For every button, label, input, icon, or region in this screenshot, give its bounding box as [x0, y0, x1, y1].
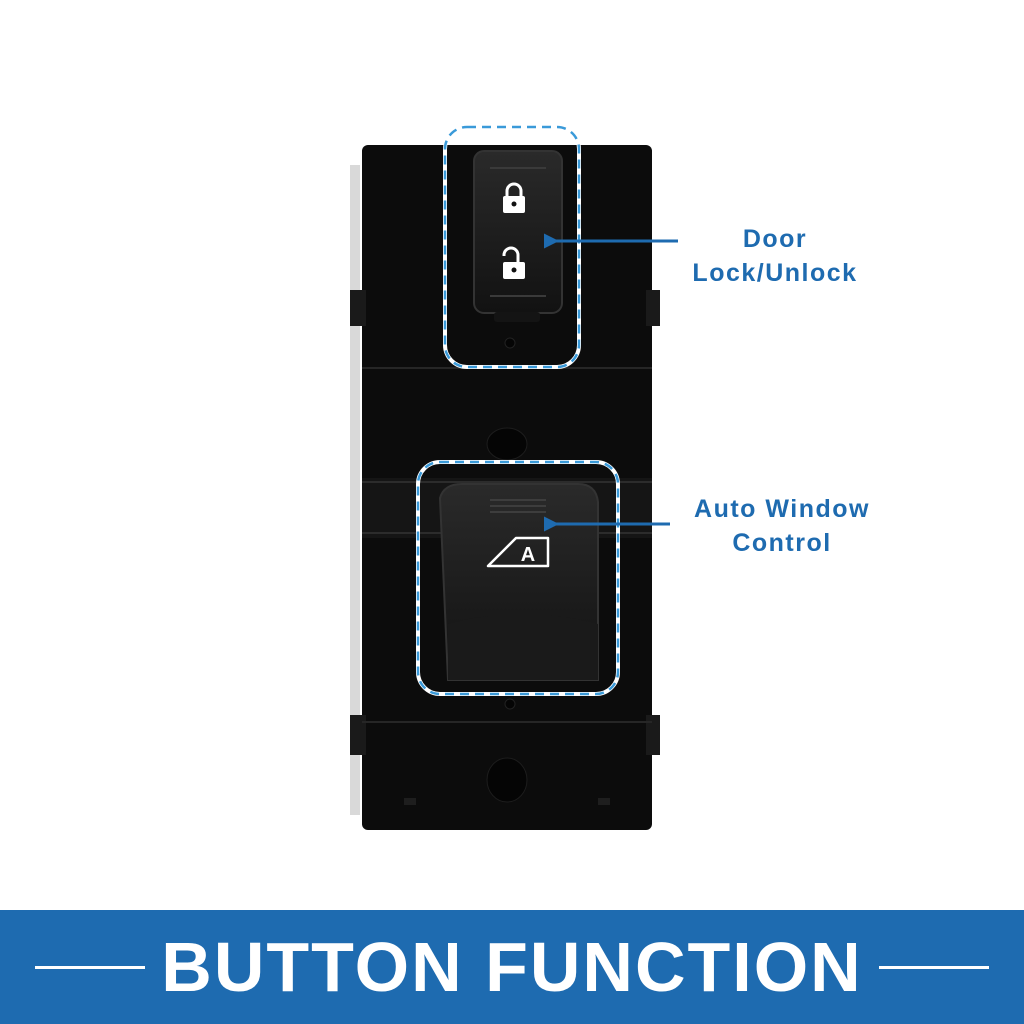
auto-window-button[interactable]: [438, 483, 599, 681]
auto-window-callout: Auto Window Control: [672, 492, 892, 560]
auto-window-label-line1: Auto Window: [694, 495, 870, 523]
auto-window-glyph: A: [521, 544, 535, 566]
lock-open-icon: [502, 246, 525, 279]
banner-divider-right: [878, 965, 989, 969]
banner-title: BUTTON FUNCTION: [161, 928, 863, 1006]
auto-window-label-line2: Control: [732, 529, 832, 557]
door-lock-label-line2: Lock/Unlock: [692, 259, 858, 287]
banner-divider-left: [35, 965, 146, 969]
title-banner: BUTTON FUNCTION: [0, 910, 1024, 1024]
door-lock-callout: Door Lock/Unlock: [670, 222, 880, 290]
door-lock-button[interactable]: [473, 150, 563, 322]
switch-panel-illustration: A: [350, 125, 678, 830]
auto-window-icon: A: [486, 536, 550, 568]
door-lock-label-line1: Door: [742, 225, 808, 253]
lock-closed-icon: [503, 182, 525, 213]
